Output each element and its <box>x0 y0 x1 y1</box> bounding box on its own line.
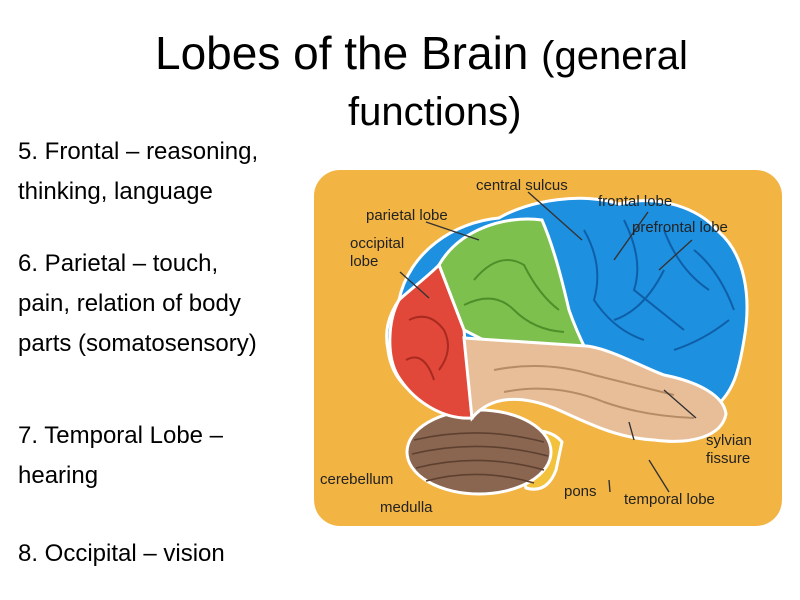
cerebellum-folds <box>411 432 549 484</box>
list-item-line: 6. Parietal – touch, <box>18 250 219 277</box>
list-item-line: thinking, language <box>18 178 213 205</box>
label-occipital: occipital <box>350 235 404 252</box>
label-occipital-lobe: lobe <box>350 253 378 270</box>
label-pons: pons <box>564 483 597 500</box>
parietal-gyri <box>463 259 565 333</box>
page-title-line2: functions) <box>348 90 522 134</box>
label-medulla: medulla <box>380 499 433 516</box>
label-fissure: fissure <box>706 450 750 467</box>
list-item-line: 5. Frontal – reasoning, <box>18 138 259 165</box>
list-item-line: 7. Temporal Lobe – <box>18 422 224 449</box>
list-item-line: hearing <box>18 462 99 489</box>
page-title: Lobes of the Brain (general <box>155 30 688 76</box>
title-paren: (general <box>541 34 688 78</box>
list-item-frontal: 5. Frontal – reasoning, thinking, langua… <box>18 132 318 212</box>
list-item-parietal: 6. Parietal – touch, pain, relation of b… <box>18 244 318 364</box>
label-leader-lines <box>399 191 697 493</box>
brain-diagram: central sulcus frontal lobe parietal lob… <box>314 170 782 526</box>
list-item-line: pain, relation of body <box>18 290 241 317</box>
list-item-temporal: 7. Temporal Lobe – hearing <box>18 416 318 496</box>
label-parietal-lobe: parietal lobe <box>366 207 448 224</box>
parietal-lobe-shape <box>437 217 589 352</box>
label-prefrontal-lobe: prefrontal lobe <box>632 219 728 236</box>
label-sylvian: sylvian <box>706 432 752 449</box>
label-central-sulcus: central sulcus <box>476 177 568 194</box>
occipital-lobe-shape <box>388 262 474 420</box>
list-item-line: parts (somatosensory) <box>18 330 257 357</box>
list-item-occipital: 8. Occipital – vision <box>18 534 318 574</box>
label-temporal-lobe: temporal lobe <box>624 491 715 508</box>
temporal-gyri <box>493 365 695 419</box>
title-main: Lobes of the Brain <box>155 27 529 79</box>
list-item-line: 8. Occipital – vision <box>18 540 225 567</box>
frontal-gyri <box>583 219 735 351</box>
occipital-gyri <box>405 315 449 381</box>
label-frontal-lobe: frontal lobe <box>598 193 672 210</box>
label-cerebellum: cerebellum <box>320 471 393 488</box>
